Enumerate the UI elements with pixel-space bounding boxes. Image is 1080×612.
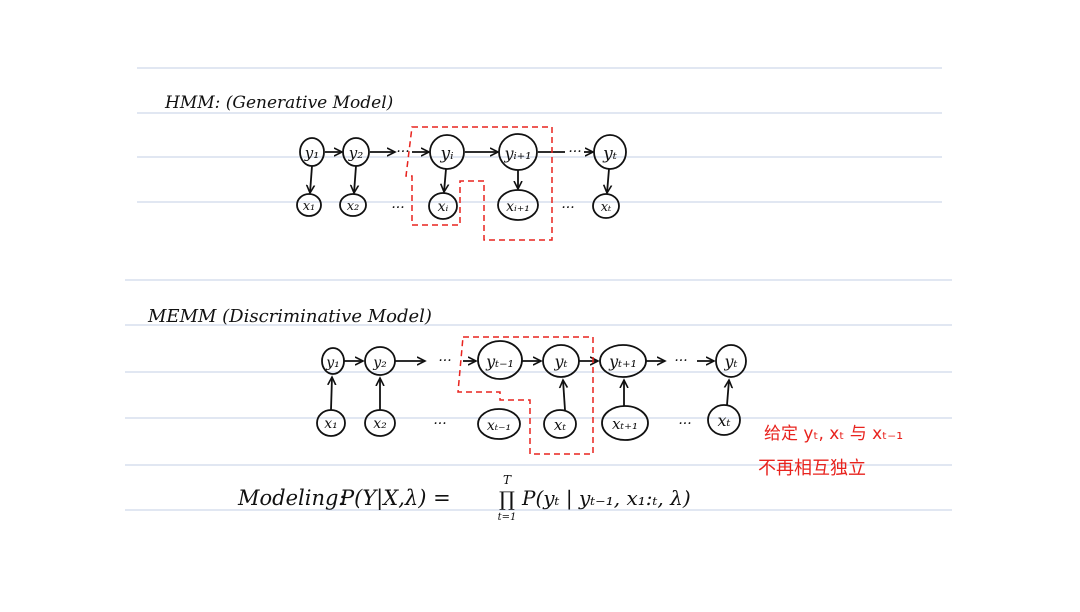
- memm-node-xT: xₜ: [707, 404, 741, 436]
- hmm-node-xT: xₜ: [592, 193, 620, 219]
- svg-text:y₁: y₁: [325, 355, 340, 371]
- svg-text:xᵢ: xᵢ: [438, 199, 449, 215]
- hmm-node-y1: y₁: [299, 137, 325, 167]
- svg-text:yᵢ₊₁: yᵢ₊₁: [503, 144, 531, 163]
- hmm-node-yT: yₜ: [593, 134, 627, 170]
- formula-rhs: P(yₜ | yₜ₋₁, x₁:ₜ, λ): [521, 486, 691, 511]
- svg-text:yₜ: yₜ: [724, 352, 738, 371]
- svg-text:xᵢ₊₁: xᵢ₊₁: [506, 199, 530, 215]
- annotation-line-1: 给定 yₜ, xₜ 与 xₜ₋₁: [764, 424, 903, 444]
- memm-node-xt-1: xₜ₋₁: [477, 408, 521, 440]
- svg-text:yₜ: yₜ: [554, 352, 568, 371]
- hmm-node-y2: y₂: [342, 137, 370, 167]
- formula-lhs: P(Y|X,λ) =: [339, 486, 451, 511]
- svg-text:xₜ₊₁: xₜ₊₁: [612, 415, 638, 433]
- memm-node-y1: y₁: [321, 347, 345, 375]
- memm-node-y2: y₂: [364, 346, 396, 376]
- hmm-graph: y₁ y₂ yᵢ yᵢ₊₁ yₜ x₁ x₂ xᵢ: [296, 133, 627, 221]
- hmm-title: HMM: (Generative Model): [164, 93, 393, 113]
- hmm-emission: [310, 165, 312, 193]
- hmm-emission: [354, 165, 356, 193]
- svg-text:x₂: x₂: [373, 416, 387, 432]
- svg-text:y₂: y₂: [372, 355, 387, 371]
- memm-node-xt: xₜ: [543, 409, 577, 439]
- svg-text:xₜ: xₜ: [601, 200, 612, 215]
- memm-title: MEMM (Discriminative Model): [147, 306, 432, 327]
- svg-text:yₜ₊₁: yₜ₊₁: [608, 352, 637, 371]
- hmm-dots: ···: [396, 144, 409, 160]
- hmm-node-yi: yᵢ: [429, 134, 465, 170]
- svg-text:yₜ₋₁: yₜ₋₁: [485, 352, 514, 371]
- memm-node-yT: yₜ: [715, 344, 747, 378]
- hmm-node-xi1: xᵢ₊₁: [497, 189, 539, 221]
- memm-input-edge: [727, 380, 729, 406]
- memm-node-yt-1: yₜ₋₁: [477, 340, 523, 380]
- modeling-label: Modeling:: [237, 486, 346, 510]
- svg-text:xₜ: xₜ: [554, 416, 566, 434]
- memm-graph: y₁ y₂ yₜ₋₁ yₜ yₜ₊₁ yₜ x₁ x₂: [316, 340, 747, 441]
- svg-text:xₜ: xₜ: [718, 411, 731, 430]
- hmm-node-xi: xᵢ: [428, 192, 458, 220]
- svg-text:y₁: y₁: [304, 144, 320, 162]
- svg-text:x₁: x₁: [303, 199, 316, 214]
- memm-dots: ···: [438, 353, 451, 369]
- memm-highlight-box: [457, 336, 594, 455]
- svg-text:yₜ: yₜ: [602, 144, 618, 164]
- hmm-dots: ···: [568, 144, 581, 160]
- hmm-emission: [444, 168, 446, 192]
- ruled-lines: [125, 67, 952, 511]
- annotation-line-2: 不再相互独立: [758, 458, 866, 479]
- hmm-node-x2: x₂: [339, 193, 367, 217]
- memm-node-x2: x₂: [364, 409, 396, 437]
- memm-input-edge: [331, 377, 332, 411]
- product-lower: t=1: [498, 512, 517, 523]
- hmm-node-yi1: yᵢ₊₁: [498, 133, 538, 171]
- product-upper: T: [503, 473, 512, 487]
- hmm-highlight-box: [405, 126, 553, 241]
- hmm-dots: ···: [561, 200, 574, 216]
- svg-text:x₂: x₂: [347, 199, 360, 214]
- memm-node-x1: x₁: [316, 409, 346, 437]
- svg-text:y₂: y₂: [348, 144, 364, 162]
- product-symbol: ∏: [499, 487, 515, 511]
- memm-node-xt1: xₜ₊₁: [601, 405, 649, 441]
- hmm-emission: [607, 168, 609, 193]
- hmm-dots: ···: [391, 200, 404, 216]
- svg-text:x₁: x₁: [324, 416, 338, 432]
- svg-text:yᵢ: yᵢ: [439, 144, 453, 164]
- memm-dots: ···: [433, 416, 446, 432]
- svg-text:xₜ₋₁: xₜ₋₁: [487, 418, 511, 434]
- memm-input-edge: [563, 380, 565, 411]
- modeling-formula: Modeling: P(Y|X,λ) = T ∏ t=1 P(yₜ | yₜ₋₁…: [237, 473, 691, 523]
- hmm-node-x1: x₁: [296, 193, 322, 217]
- memm-dots: ···: [674, 353, 687, 369]
- memm-dots: ···: [678, 416, 691, 432]
